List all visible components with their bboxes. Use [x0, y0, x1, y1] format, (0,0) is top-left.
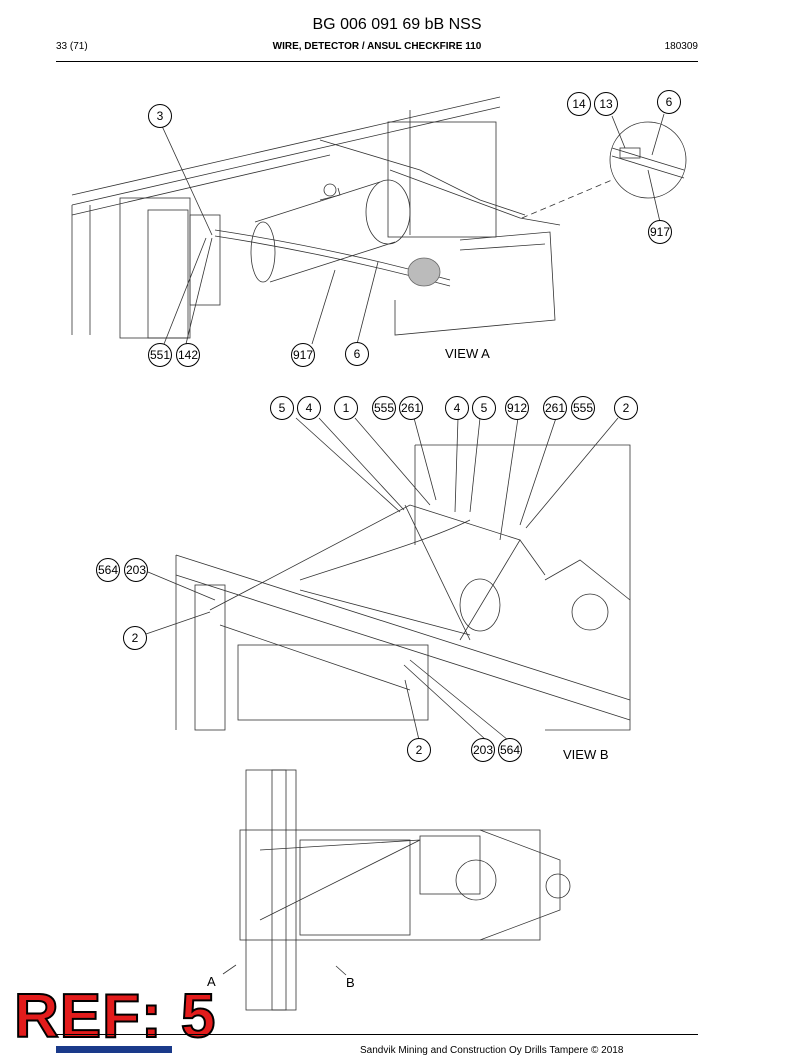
callout-5b: 5 [472, 396, 496, 420]
document-date: 180309 [664, 41, 698, 52]
callout-4b: 4 [445, 396, 469, 420]
callout-917b: 917 [291, 343, 315, 367]
view-b-drawing [145, 417, 631, 741]
callout-2b: 2 [123, 626, 147, 650]
document-subtitle: WIRE, DETECTOR / ANSUL CHECKFIRE 110 [272, 41, 482, 52]
page-number: 33 (71) [56, 41, 88, 52]
overview-drawing [222, 769, 571, 1011]
callout-261: 261 [399, 396, 423, 420]
callout-5: 5 [270, 396, 294, 420]
arrow-b-label: B [346, 975, 355, 990]
callout-555b: 555 [571, 396, 595, 420]
callout-6: 6 [657, 90, 681, 114]
footer-copyright: Sandvik Mining and Construction Oy Drill… [360, 1045, 624, 1056]
callout-13: 13 [594, 92, 618, 116]
callout-564: 564 [96, 558, 120, 582]
ref-watermark: REF: 5 [13, 982, 217, 1051]
callout-14: 14 [567, 92, 591, 116]
sandvik-logo [56, 1046, 172, 1053]
callout-551: 551 [148, 343, 172, 367]
callout-917: 917 [648, 220, 672, 244]
view-b-label: VIEW B [563, 747, 609, 762]
header-row: 33 (71) WIRE, DETECTOR / ANSUL CHECKFIRE… [56, 41, 698, 55]
callout-6b: 6 [345, 342, 369, 366]
arrow-a-label: A [207, 974, 216, 989]
view-a-drawing [71, 96, 687, 345]
document-title: BG 006 091 69 bB NSS [312, 16, 482, 33]
callout-142: 142 [176, 343, 200, 367]
callout-261b: 261 [543, 396, 567, 420]
callout-1: 1 [334, 396, 358, 420]
callout-4: 4 [297, 396, 321, 420]
callout-912: 912 [505, 396, 529, 420]
callout-2: 2 [614, 396, 638, 420]
callout-3: 3 [148, 104, 172, 128]
callout-203: 203 [124, 558, 148, 582]
view-a-label: VIEW A [445, 346, 490, 361]
callout-564b: 564 [498, 738, 522, 762]
callout-555: 555 [372, 396, 396, 420]
callout-203b: 203 [471, 738, 495, 762]
callout-2c: 2 [407, 738, 431, 762]
header-rule [56, 61, 698, 62]
footer-rule [56, 1034, 698, 1035]
